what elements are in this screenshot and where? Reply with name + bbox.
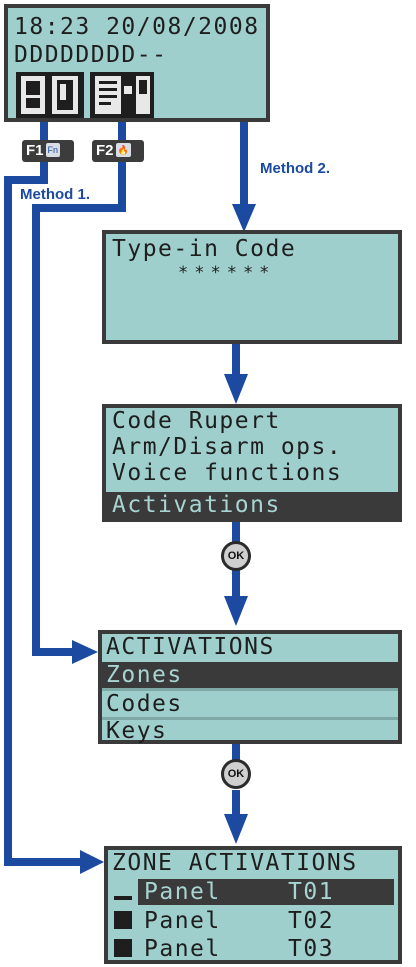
menu-item-zones-selected[interactable]: Zones [102,662,398,688]
exit-door-icon [90,72,154,118]
method-2-label: Method 2. [260,160,330,177]
fn-badge: Fn [45,143,61,157]
zone-code: T01 [288,879,335,905]
code-entry-mask: ****** [178,263,276,283]
zone-row[interactable]: Panel T03 [108,936,398,962]
zone-name: Panel [144,936,221,962]
main-display-time: 18:23 20/08/2008 [14,14,260,40]
menu-item-code-rupert[interactable]: Code Rupert [112,408,281,434]
menu-item-codes[interactable]: Codes [106,691,183,717]
zone-name: Panel [144,879,221,905]
zone-code: T02 [288,908,335,934]
method-1-label: Method 1. [20,186,90,203]
zone-state-indicator [114,882,132,900]
menu-item-keys[interactable]: Keys [106,718,168,744]
ok-button[interactable]: OK [221,541,251,571]
zone-state-indicator [114,911,132,929]
activations-title: ACTIVATIONS [106,634,275,660]
menu-item-arm-disarm[interactable]: Arm/Disarm ops. [112,434,343,460]
zone-row[interactable]: Panel T02 [108,908,398,934]
zone-code: T03 [288,936,335,962]
ok-button[interactable]: OK [221,759,251,789]
zone-state-indicator [114,939,132,957]
door-window-icon [16,72,84,118]
menu-item-zones: Zones [106,662,183,688]
main-display-status: DDDDDDDD-- [14,42,168,68]
activations-display: ACTIVATIONS Zones Codes Keys [98,630,402,744]
zone-activations-title: ZONE ACTIVATIONS [112,850,358,876]
user-menu-display: Code Rupert Arm/Disarm ops. Voice functi… [102,404,402,522]
f2-key-label: F2 [96,142,114,159]
fire-icon: 🔥 [115,143,131,157]
f1-key-label: F1 [26,142,44,159]
menu-item-activations: Activations [112,492,281,518]
zone-activations-display: ZONE ACTIVATIONS Panel T01 Panel T02 Pan… [104,846,402,964]
menu-item-voice-functions[interactable]: Voice functions [112,460,343,486]
menu-item-activations-selected[interactable]: Activations [106,492,398,518]
code-entry-display: Type-in Code ****** [102,230,402,344]
code-entry-prompt: Type-in Code [112,236,297,262]
zone-row[interactable]: Panel T01 [108,878,398,906]
f2-key[interactable]: F2🔥 [92,140,144,162]
zone-name: Panel [144,908,221,934]
main-display: 18:23 20/08/2008 DDDDDDDD-- [4,4,270,122]
